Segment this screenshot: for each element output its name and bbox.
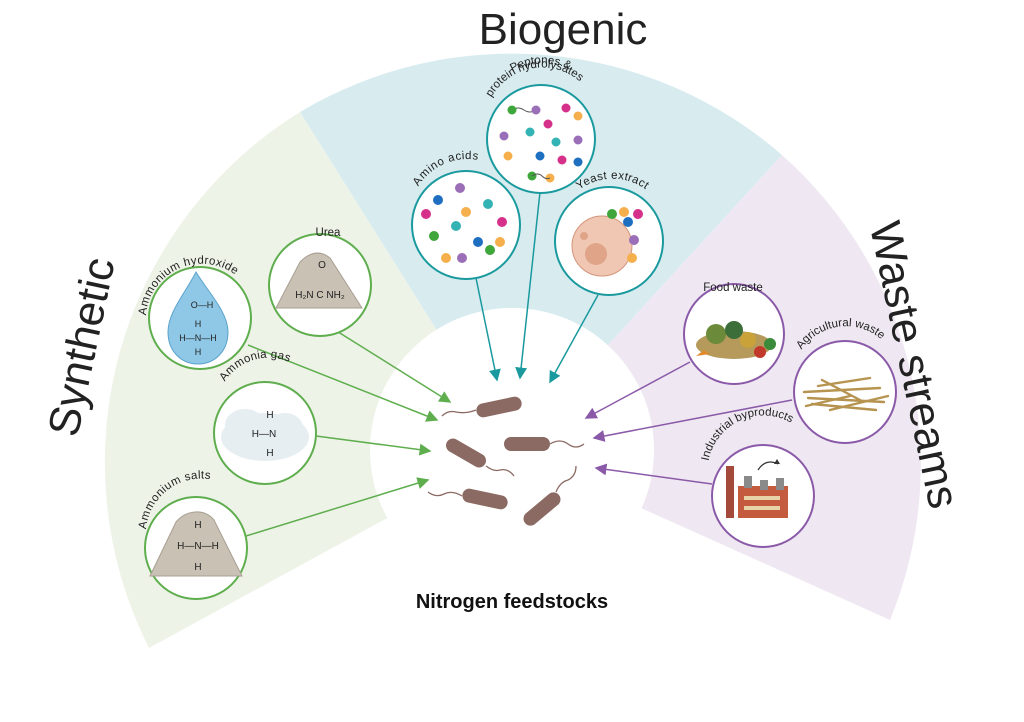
bacteria-cluster (427, 396, 585, 526)
arrow-ammonia-gas (315, 435, 432, 456)
node-food-waste: Food waste (683, 282, 785, 385)
water-drop-icon (167, 270, 229, 365)
formula-line: H (195, 319, 202, 329)
waste-sector (512, 155, 921, 620)
node-ammonium-hydroxide: O—H H H—N—H H Ammonium hydroxide (137, 255, 252, 370)
formula-line: O—H (191, 300, 214, 310)
node-urea: O H₂N C NH₂ Urea (268, 227, 372, 337)
yeast-cell-icon (571, 207, 643, 277)
bacterium (446, 438, 515, 477)
formula-line: H—N—H (177, 541, 219, 552)
arrow-ammonium-salts (245, 477, 430, 537)
arrow-peptones (515, 191, 541, 380)
arrow-ammonium-hydroxide (247, 344, 439, 422)
nitrogen-feedstocks-label: Nitrogen feedstocks (416, 591, 608, 613)
formula-line: O (318, 260, 326, 271)
straw-icon (802, 376, 890, 412)
powder-pile-icon (149, 511, 243, 577)
formula-line: H (194, 520, 201, 531)
arrow-agricultural-waste (592, 399, 793, 442)
label-urea: Urea (316, 227, 342, 239)
bacterium (441, 396, 522, 418)
arrow-industrial-byproducts (594, 463, 713, 485)
node-amino-acids: Amino acids (411, 150, 521, 280)
formula-line: H (266, 410, 273, 421)
arrow-food-waste (584, 361, 691, 419)
factory-icon (726, 459, 788, 518)
food-waste-icon (696, 321, 776, 359)
peptide-chains-icon (499, 103, 583, 183)
powder-pile-icon (275, 252, 363, 309)
label-food-waste: Food waste (703, 282, 762, 294)
arrow-yeast-extract (549, 294, 599, 384)
formula-line: H (194, 562, 201, 573)
bacterium (504, 437, 585, 451)
amino-acid-dots-icon (421, 183, 507, 263)
formula-line: H (195, 347, 202, 357)
bacterium (523, 465, 577, 526)
biogenic-title: Biogenic (479, 5, 648, 54)
formula-line: H₂N C NH₂ (295, 290, 345, 301)
formula-line: H—N (252, 429, 276, 440)
biogenic-sector (300, 53, 782, 450)
bacterium (427, 488, 508, 510)
arrow-amino-acids (475, 277, 501, 382)
formula-line: H (266, 448, 273, 459)
arrow-urea (334, 329, 452, 403)
arrows (245, 191, 793, 537)
formula-line: H—N—H (179, 333, 217, 343)
